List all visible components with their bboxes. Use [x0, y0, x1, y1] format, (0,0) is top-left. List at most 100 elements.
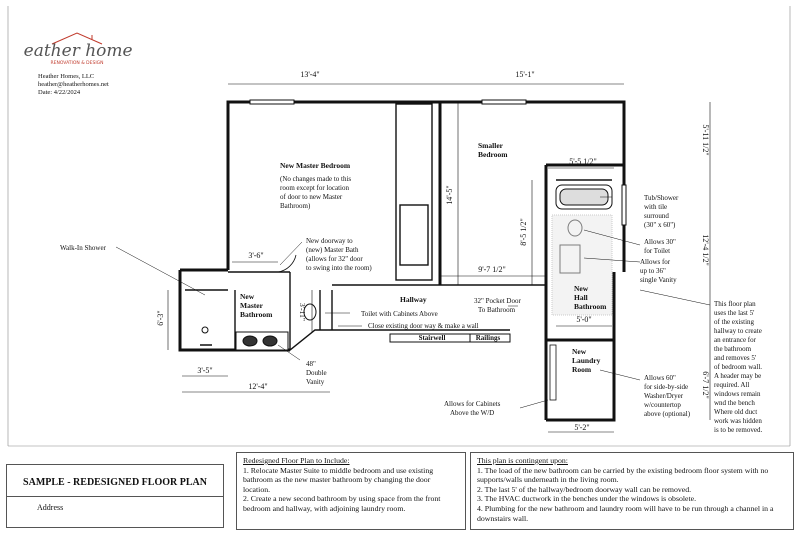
address-label: Address [7, 496, 223, 512]
hall-bath-fixtures [551, 184, 613, 316]
annotation-wd-5: above (optional) [644, 410, 691, 418]
room-smaller-1: Smaller [478, 141, 504, 150]
company-email: heather@heatherhomes.net [38, 81, 109, 88]
annotation-close-door: Close existing door way & make a wall [368, 322, 479, 330]
plan-note-line: of bedroom wall. [714, 363, 762, 371]
plan-title: SAMPLE - REDESIGNED FLOOR PLAN [23, 477, 207, 488]
dim-right-bottom: 6'-7 1/2" [701, 371, 710, 399]
room-laundry-1: New [572, 347, 587, 356]
room-master-bath-3: Bathroom [240, 310, 273, 319]
annotation-vanity36-2: up to 36" [640, 267, 666, 275]
dim-hall-length: 9'-7 1/2" [478, 265, 506, 274]
contingent-item: 4. Plumbing for the new bathroom and lau… [477, 503, 774, 523]
contingent-item: 2. The last 5' of the hallway/bedroom do… [477, 484, 692, 494]
company-logo: heather homes RENOVATION & DESIGN [13, 32, 142, 71]
title-block: SAMPLE - REDESIGNED FLOOR PLAN Address [6, 464, 224, 528]
company-info: Heather Homes, LLC heather@heatherhomes.… [38, 73, 109, 97]
annotation-wd-4: w/countertop [644, 401, 681, 409]
annotation-tub-3: surround [644, 212, 669, 220]
room-master-note-3: of door to new Master [280, 193, 343, 201]
room-hallway: Hallway [400, 295, 427, 304]
annotation-vanity36-1: Allows for [640, 258, 671, 266]
room-master-note-1: (No changes made to this [280, 175, 351, 183]
dim-top-left: 13'-4" [300, 70, 319, 79]
company-name: Heather Homes, LLC [38, 73, 95, 80]
dim-right-mid: 12'-4 1/2" [701, 234, 710, 266]
dim-master-height: 14'-5" [445, 185, 454, 204]
plan-note-line: an entrance for [714, 336, 757, 344]
annotation-toilet30-2: for Toilet [644, 247, 670, 255]
plan-note-line: is to be removed. [714, 426, 762, 434]
logo-wordmark: heather homes [22, 41, 132, 61]
plan-note-line: windows remain [714, 390, 761, 398]
leader-lines [115, 196, 711, 409]
annotation-vanity36-3: single Vanity [640, 276, 677, 284]
annotation-vanity-3: Vanity [306, 378, 325, 386]
dim-top-right: 15'-1" [515, 70, 534, 79]
annotation-doorway-1: New doorway to [306, 237, 353, 245]
annotation-wd-1: Allows 60" [644, 374, 676, 382]
redesign-notes: Redesigned Floor Plan to Include: 1. Rel… [236, 452, 466, 530]
annotation-pocket-door-2: To Bathroom [478, 306, 516, 314]
annotation-tub-2: with tile [644, 203, 667, 211]
contingent-notes: This plan is contingent upon: 1. The loa… [470, 452, 794, 530]
dim-shower-width: 3'-6" [248, 251, 263, 260]
plan-note-line: of the existing [714, 318, 755, 326]
room-hall-bath-2: Hall [574, 293, 588, 302]
plan-note: This floor plan uses the last 5' of the … [714, 300, 762, 434]
dim-hall-bath-height: 8'-5 1/2" [519, 218, 528, 246]
door-swing [277, 254, 297, 273]
dim-toilet-depth: 3'-11" [298, 303, 307, 321]
room-smaller-2: Bedroom [478, 150, 508, 159]
room-hall-bath-3: Bathroom [574, 302, 607, 311]
plan-note-line: A header may be [714, 372, 761, 380]
plan-note-line: hallway to create [714, 327, 762, 335]
annotation-pocket-door-1: 32" Pocket Door [474, 297, 521, 305]
dimension-lines [167, 83, 711, 433]
dim-right-top: 5'-11 1/2" [701, 124, 710, 155]
room-master-note-2: room except for location [280, 184, 350, 192]
floor-plan-drawing: 13'-4" 15'-1" 5'-11 1/2" 12'-4 1/2" 6'-7… [7, 6, 791, 447]
plan-note-line: uses the last 5' [714, 309, 754, 317]
plan-note-line: This floor plan [714, 300, 756, 308]
annotation-wd-2: for side-by-side [644, 383, 688, 391]
annotation-vanity-1: 48" [306, 360, 316, 368]
house-roof-icon: heather homes RENOVATION & DESIGN [13, 32, 142, 66]
annotation-toilet30-1: Allows 30" [644, 238, 676, 246]
room-laundry-2: Laundry [572, 356, 601, 365]
room-master-bath-1: New [240, 292, 255, 301]
room-master-title: New Master Bedroom [280, 161, 351, 170]
plan-note-line: required. All [714, 381, 749, 389]
contingent-item: 1. The load of the new bathroom can be c… [477, 465, 769, 485]
room-master-note-4: Bathroom) [280, 202, 311, 210]
dim-bath-inner-width: 5'-5 1/2" [569, 157, 597, 166]
label-stairwell: Stairwell [419, 334, 446, 342]
plan-note-line: Where old duct [714, 408, 757, 416]
contingent-heading: This plan is contingent upon: [477, 456, 568, 465]
annotation-vanity-2: Double [306, 369, 327, 377]
windows [249, 99, 627, 226]
annotation-cabinets-2: Above the W/D [450, 409, 494, 417]
annotation-doorway-3: (allows for 32" door [306, 255, 363, 263]
annotation-cabinets-1: Allows for Cabinets [444, 400, 501, 408]
dim-left-height: 6'-3" [156, 310, 165, 325]
dim-laundry-width: 5'-2" [574, 423, 589, 432]
logo-tagline: RENOVATION & DESIGN [50, 60, 103, 66]
plan-note-line: the bathroom [714, 345, 752, 353]
dim-bath-width: 12'-4" [248, 382, 267, 391]
annotation-wd-3: Washer/Dryer [644, 392, 684, 400]
redesign-item: 1. Relocate Master Suite to middle bedro… [243, 465, 434, 494]
annotation-tub-4: (30" x 60") [644, 221, 676, 229]
dim-hall-bath-width: 5'-0" [576, 315, 591, 324]
annotation-walk-in-shower: Walk-In Shower [60, 244, 107, 252]
contingent-item: 3. The HVAC ductwork in the benches unde… [477, 494, 697, 504]
master-bath-fixtures [200, 303, 317, 351]
plan-date: Date: 4/22/2024 [38, 89, 81, 96]
plan-note-line: work was hidden [714, 417, 762, 425]
interior-walls [185, 103, 612, 351]
annotation-doorway-2: (new) Master Bath [306, 246, 359, 254]
annotation-doorway-4: to swing into the room) [306, 264, 372, 272]
room-master-bath-2: Master [240, 301, 264, 310]
redesign-item: 2. Create a new second bathroom by using… [243, 494, 441, 513]
stair-rail [389, 333, 511, 343]
